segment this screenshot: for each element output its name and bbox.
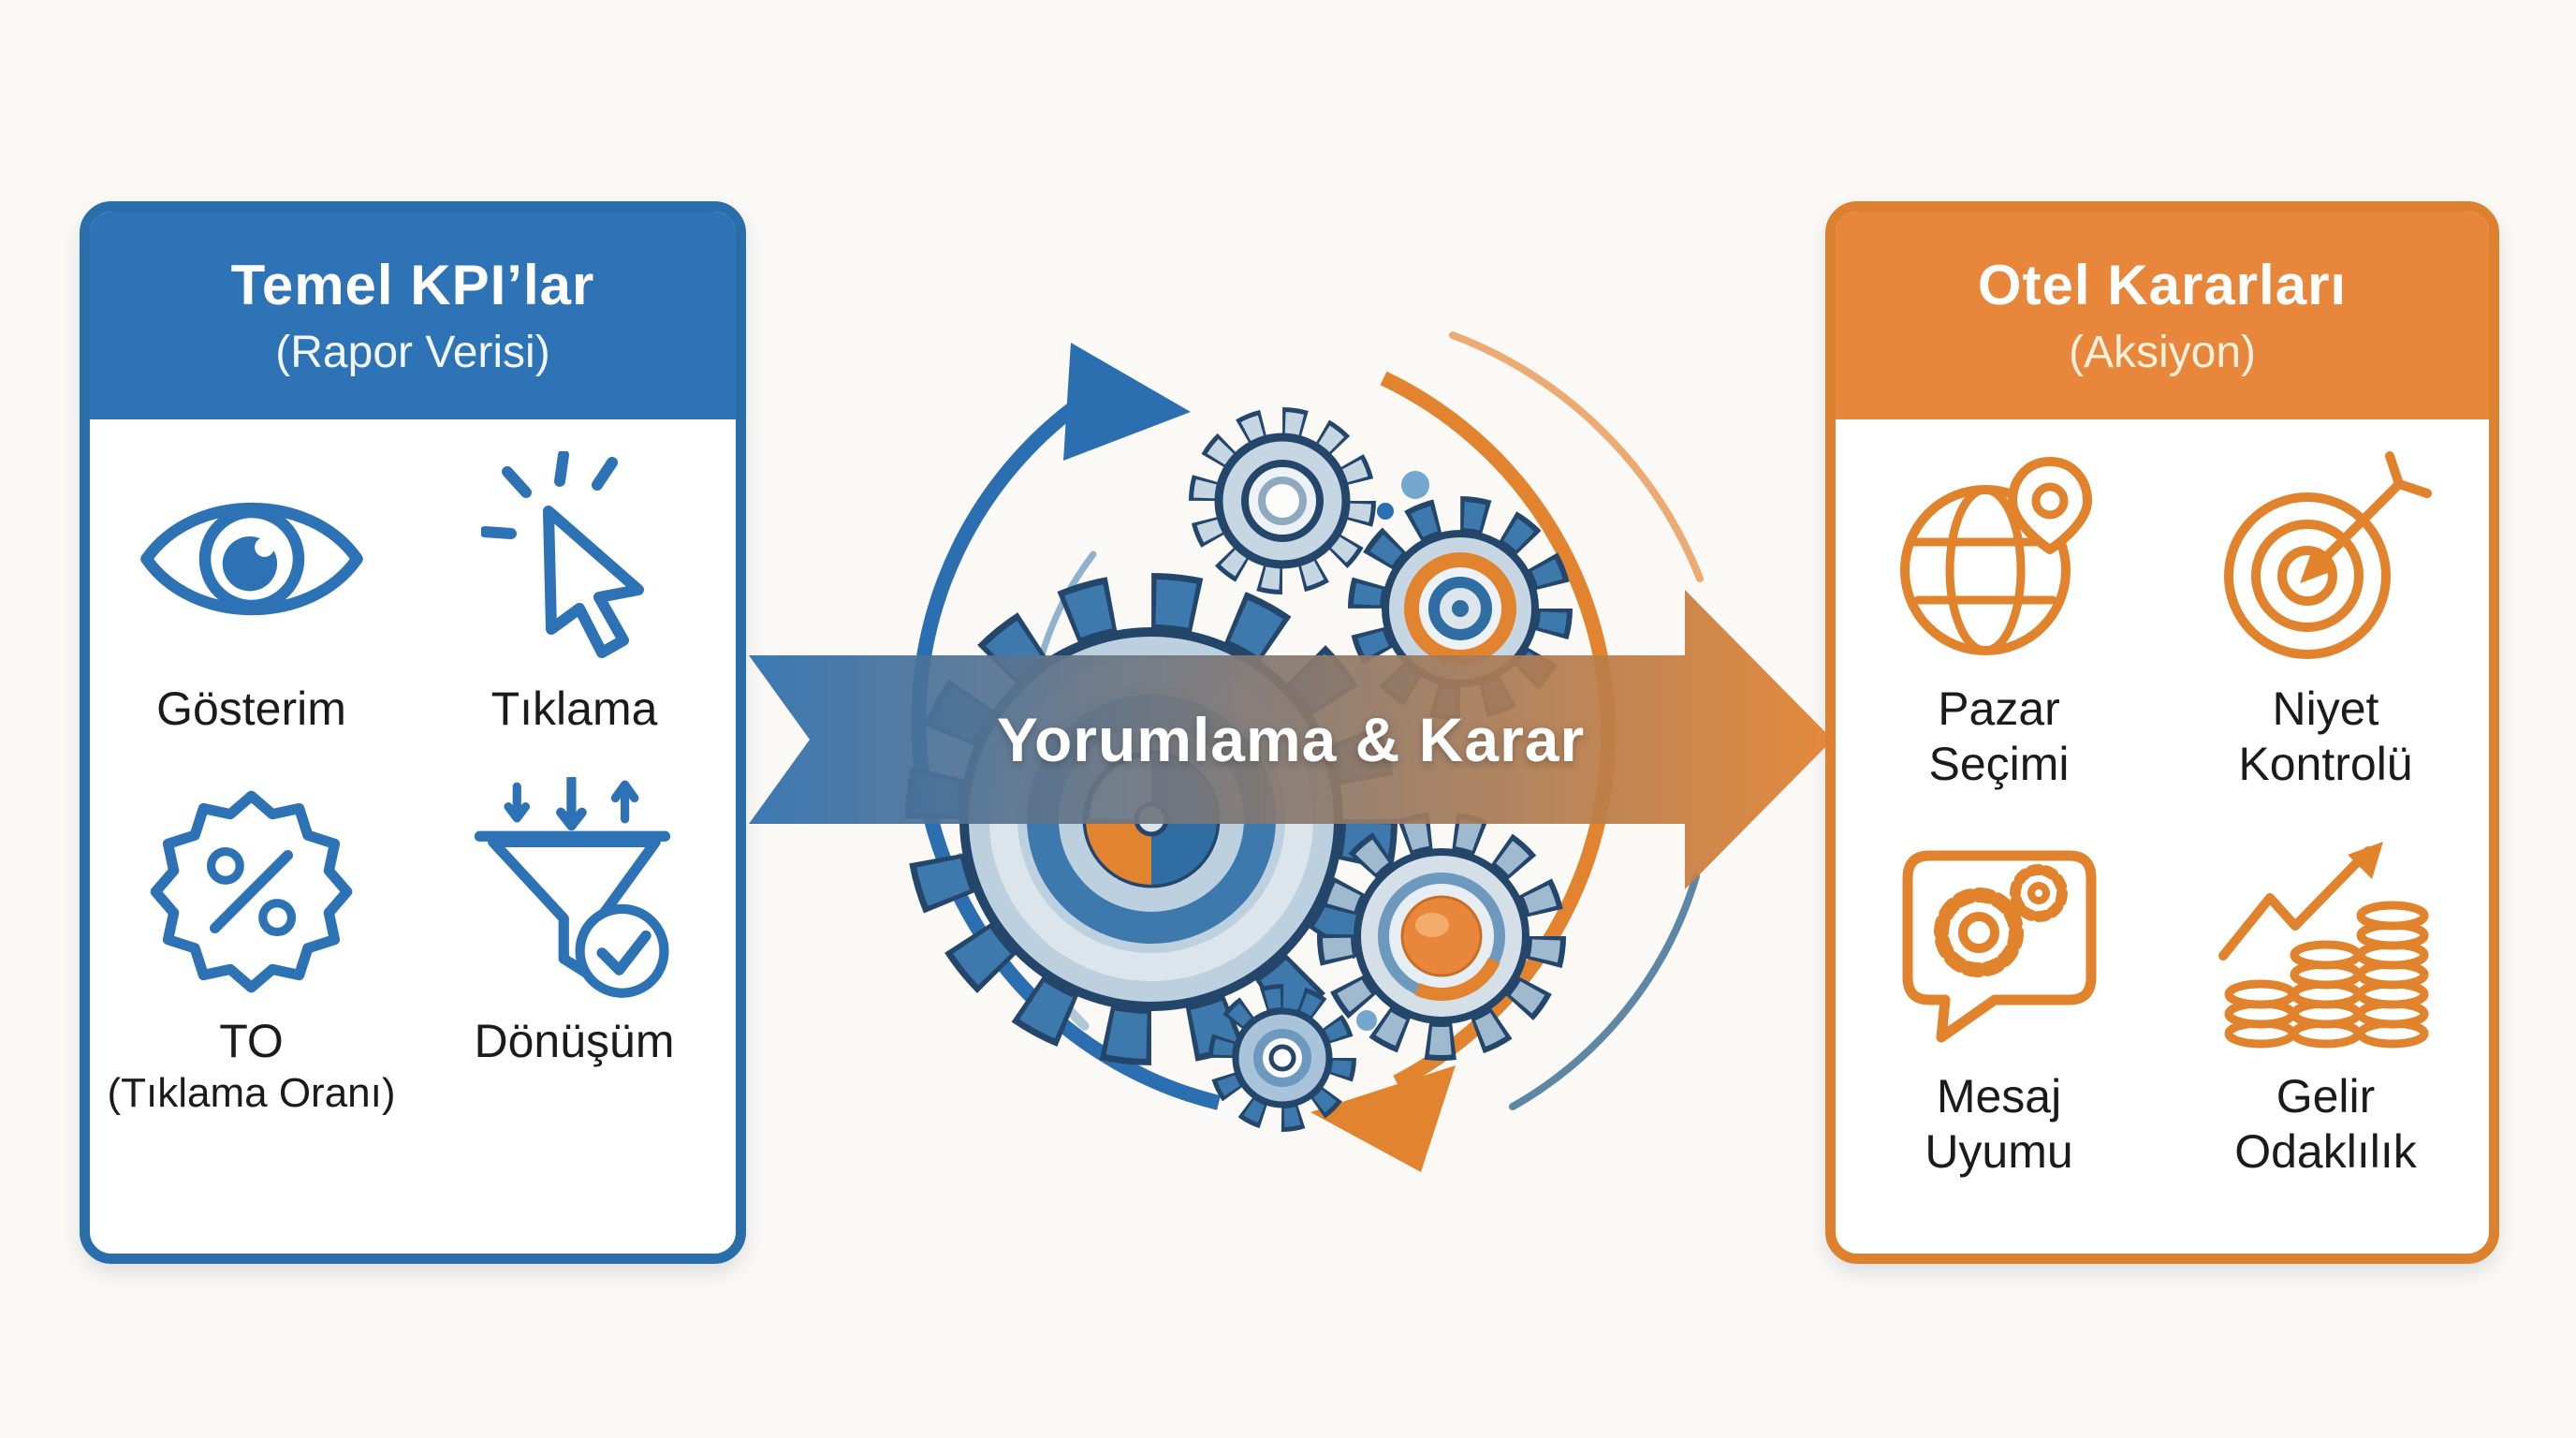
decision-panel-header: Otel Kararları (Aksiyon) [1836,212,2489,419]
item-label-line1: Tıklama [490,682,658,735]
cursor-click-icon [480,451,644,658]
item-label-line1: Pazar [1938,682,2060,735]
kpi-panel-header: Temel KPI’lar (Rapor Verisi) [90,212,736,419]
target-arrow-icon [2223,451,2432,659]
item-label-line2: (Tıklama Oranı) [107,1070,396,1116]
gear-small-bottom-icon [1208,984,1356,1132]
item-label-line2: Seçimi [1928,738,2070,790]
item-label-line1: TO [219,1015,284,1067]
kpi-item-to: TO (Tıklama Oranı) [90,780,413,1118]
coins-growth-icon [2217,842,2428,1049]
kpi-panel: Temel KPI’lar (Rapor Verisi) Gösterim [80,201,746,1264]
kpi-item-donusum: Dönüşüm [413,776,736,1118]
item-label-line1: Dönüşüm [474,1015,675,1067]
kpi-item-tiklama: Tıklama [413,448,736,737]
globe-pin-icon [1899,457,2092,655]
item-label-line1: Niyet [2272,682,2379,735]
process-arrow [749,590,1833,889]
chat-gears-icon [1902,850,2096,1043]
item-label-line1: Mesaj [1936,1070,2062,1123]
blue-arrowhead-icon [1063,343,1191,461]
item-label-line2: Kontrolü [2238,738,2413,790]
decision-item-niyet: Niyet Kontrolü [2162,448,2489,792]
item-label-line1: Gösterim [156,682,346,735]
decision-panel-subtitle: (Aksiyon) [2068,328,2257,377]
item-label-line2: Odaklılık [2234,1125,2417,1178]
percent-badge-icon [150,790,353,992]
accent-dots [1356,471,1429,1031]
kpi-item-gosterim: Gösterim [90,448,413,737]
decision-panel: Otel Kararları (Aksiyon) Pazar [1825,201,2499,1264]
decision-panel-title: Otel Kararları [1977,254,2348,316]
eye-icon [139,502,363,616]
item-label-line2: Uyumu [1925,1125,2073,1178]
kpi-panel-subtitle: (Rapor Verisi) [275,328,550,377]
arrow-label: Yorumlama & Karar [996,705,1586,774]
orange-arrowhead-icon [1310,1065,1456,1172]
kpi-panel-title: Temel KPI’lar [230,254,595,316]
funnel-check-icon [474,776,671,998]
gear-top-icon [1189,407,1376,594]
item-label-line1: Gelir [2276,1070,2376,1123]
decision-item-mesaj: Mesaj Uyumu [1836,835,2162,1180]
arrow-body [749,590,1833,889]
decision-item-gelir: Gelir Odaklılık [2162,835,2489,1180]
gear-right-lower-icon [1317,812,1566,1061]
decision-item-pazar: Pazar Seçimi [1836,448,2162,792]
